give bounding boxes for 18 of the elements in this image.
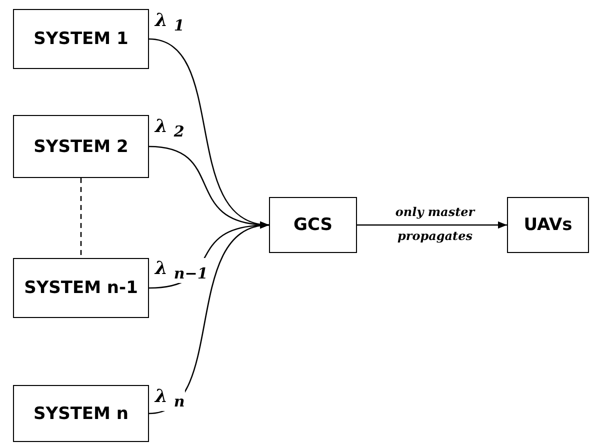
edge-label: λ $_{n−1}$ xyxy=(155,258,208,283)
node-label: SYSTEM n-1 xyxy=(24,278,138,298)
dashed-line xyxy=(80,178,82,258)
node-label: SYSTEM n xyxy=(34,404,128,424)
node-label: SYSTEM 2 xyxy=(34,136,128,156)
edge-label: only master propagates xyxy=(394,204,476,245)
node-label: GCS xyxy=(294,215,332,235)
edge-label: λ $_{n}$ xyxy=(155,386,185,411)
process-box xyxy=(13,115,149,178)
arrow xyxy=(357,221,507,229)
arrow xyxy=(148,223,270,414)
process-box xyxy=(269,197,357,253)
process-box xyxy=(13,385,149,442)
node-label: SYSTEM 1 xyxy=(34,29,128,49)
process-box xyxy=(13,9,149,69)
process-box xyxy=(13,258,149,318)
node-label: UAVs xyxy=(524,215,572,235)
process-box xyxy=(507,197,589,253)
